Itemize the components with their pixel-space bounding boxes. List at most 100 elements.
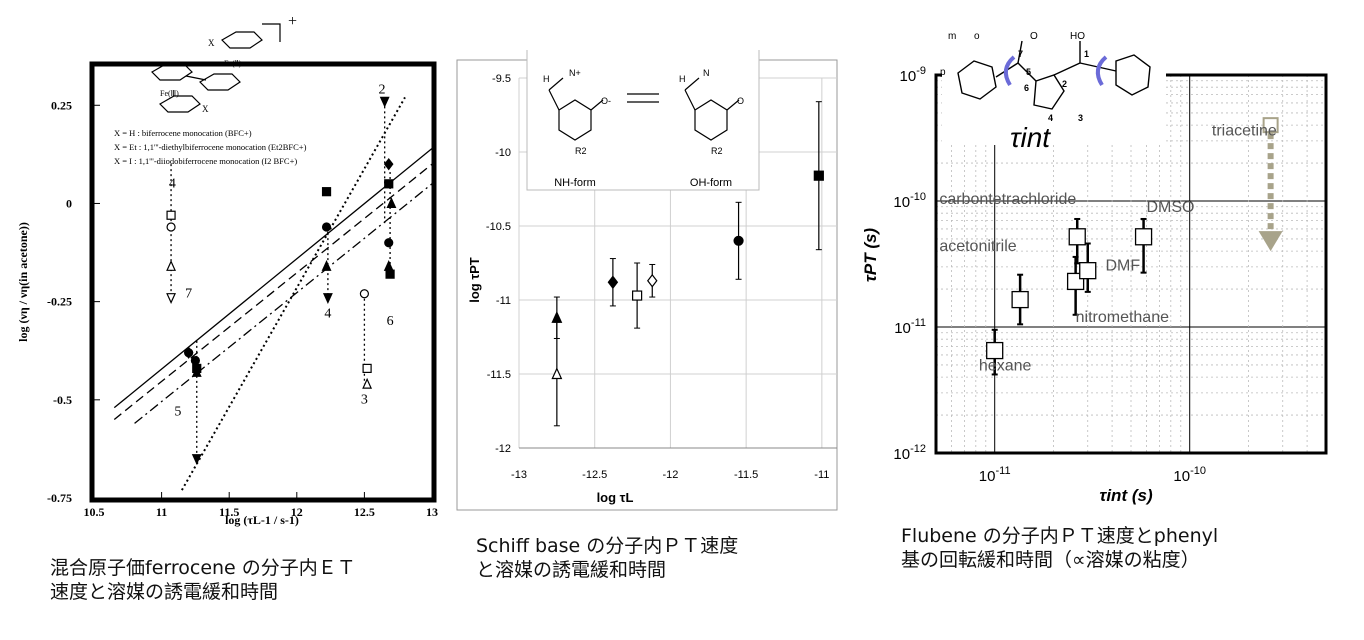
- caption-middle: Schiff base の分子内ＰＴ速度 と溶媒の誘電緩和時間: [476, 535, 739, 581]
- legend-line: X = H : biferrocene monocation (BFC+): [114, 128, 252, 138]
- data-point: [385, 269, 395, 279]
- fit-line-dashdot: [134, 183, 433, 424]
- structure-c5: 5: [1026, 67, 1031, 77]
- oh-form-label: OH-form: [690, 177, 732, 189]
- structure-h: H: [679, 74, 686, 84]
- flubene-structure-inset: m o p O HO 1 2 3 4 5 6 7 τint: [940, 27, 1166, 153]
- x-axis-label: log (τL-1 / s-1): [225, 513, 299, 527]
- data-point: [733, 235, 744, 246]
- y-tick-label: -12: [495, 443, 511, 455]
- data-point: [359, 289, 369, 299]
- y-tick-label: -0.75: [47, 491, 72, 505]
- x-tick-label: 12.5: [354, 505, 375, 519]
- x-tick-label: -13: [511, 469, 527, 481]
- structure-c2: 2: [1062, 79, 1067, 89]
- data-point: [386, 197, 397, 209]
- y-tick-label: 0.25: [51, 98, 72, 112]
- y-tick-label: 10-12: [893, 443, 926, 463]
- caption-left: 混合原子価ferrocene の分子内ＥＴ 速度と溶媒の誘電緩和時間: [50, 557, 356, 603]
- y-axis-label: τPT (s): [861, 228, 880, 283]
- structure-r1: R1: [579, 50, 591, 52]
- structure-r2: R2: [711, 146, 723, 156]
- structure-x-label: X: [208, 38, 215, 48]
- y-tick-label: -9.5: [492, 73, 511, 85]
- triacetine-marker: [1262, 117, 1279, 134]
- data-point: [190, 355, 200, 366]
- solvent-label: triacetine: [1212, 123, 1277, 140]
- x-tick-label: -12: [662, 469, 678, 481]
- structure-r1: R1: [711, 50, 723, 52]
- data-point: [362, 363, 372, 373]
- x-tick-label: -12.5: [582, 469, 607, 481]
- tau-int-label: τint: [1010, 122, 1051, 153]
- legend-line: X = Et : 1,1'''-diethylbiferrocene monoc…: [114, 142, 307, 152]
- structure-c4: 4: [1048, 113, 1053, 123]
- y-tick-label: 0: [66, 196, 72, 210]
- solvent-label: acetonitrile: [939, 238, 1016, 255]
- nh-form-label: NH-form: [554, 177, 596, 189]
- structure-ho: HO: [1070, 31, 1085, 42]
- structure-c1: 1: [1084, 49, 1089, 59]
- y-axis-label: log τPT: [467, 257, 482, 303]
- data-point: [322, 293, 333, 304]
- data-point: [321, 187, 332, 197]
- solvent-label: hexane: [979, 358, 1032, 375]
- point-label: 2: [378, 82, 385, 97]
- point-label: 4: [324, 306, 331, 321]
- structure-fe2-label: Fe(Ⅱ): [224, 59, 242, 68]
- fit-line-dashed: [113, 163, 433, 420]
- solvent-label: DMF: [1106, 258, 1141, 275]
- plot-frame: [89, 61, 437, 503]
- point-label: 3: [361, 393, 368, 408]
- fit-line-solid: [113, 147, 433, 409]
- biferrocene-structure: [151, 23, 281, 113]
- fit-line-dotted: [181, 96, 406, 491]
- y-tick-label: 10-9: [900, 65, 926, 85]
- x-axis-label: τint (s): [1099, 486, 1153, 505]
- data-point: [362, 377, 373, 389]
- data-point: [551, 367, 563, 380]
- data-point: [383, 157, 394, 171]
- x-tick-label: 10-11: [979, 465, 1011, 485]
- structure-fe3-label: Fe(Ⅲ): [160, 89, 179, 98]
- data-point: [384, 179, 394, 189]
- x-tick-label: 10.5: [84, 505, 105, 519]
- structure-n-plus: N+: [569, 68, 581, 78]
- data-point: [191, 454, 202, 465]
- structure-c6: 6: [1024, 83, 1029, 93]
- structure-charge-label: +: [288, 13, 297, 30]
- data-point: [632, 290, 643, 301]
- structure-h: H: [543, 74, 550, 84]
- data-point: [813, 170, 824, 181]
- data-point: [647, 273, 658, 288]
- point-label: 6: [387, 314, 394, 329]
- data-point: [384, 238, 394, 248]
- structure-m: m: [948, 31, 956, 42]
- y-tick-label: -0.25: [47, 295, 72, 309]
- data-point: [1079, 262, 1097, 280]
- structure-r2: R2: [575, 146, 587, 156]
- x-tick-label: 10-10: [1173, 465, 1206, 485]
- structure-x-label: X: [202, 104, 209, 114]
- data-point: [166, 260, 176, 271]
- y-tick-label: -10: [495, 147, 511, 159]
- data-point: [1068, 228, 1086, 246]
- y-axis-label: log (νη / νη(in acetone)): [16, 222, 30, 342]
- structure-o: O: [737, 96, 744, 106]
- structure-o: o: [974, 31, 980, 42]
- data-point: [321, 222, 332, 232]
- structure-p: p: [940, 67, 946, 78]
- structure-c7: 7: [1018, 49, 1023, 59]
- x-tick-label: 11.5: [219, 505, 239, 519]
- triacetine-arrow-head: [1258, 231, 1283, 252]
- caption-right: Flubene の分子内ＰＴ速度とphenyl 基の回転緩和時間（∝溶媒の粘度）: [901, 525, 1219, 571]
- data-point: [166, 222, 176, 232]
- point-label: 4: [169, 177, 176, 192]
- x-tick-label: 12: [291, 505, 303, 519]
- y-tick-label: -0.5: [53, 393, 72, 407]
- data-point: [321, 260, 332, 271]
- x-tick-label: 11: [156, 505, 167, 519]
- legend-line: X = I : 1,1'''-diiodobiferrocene monocat…: [114, 156, 297, 166]
